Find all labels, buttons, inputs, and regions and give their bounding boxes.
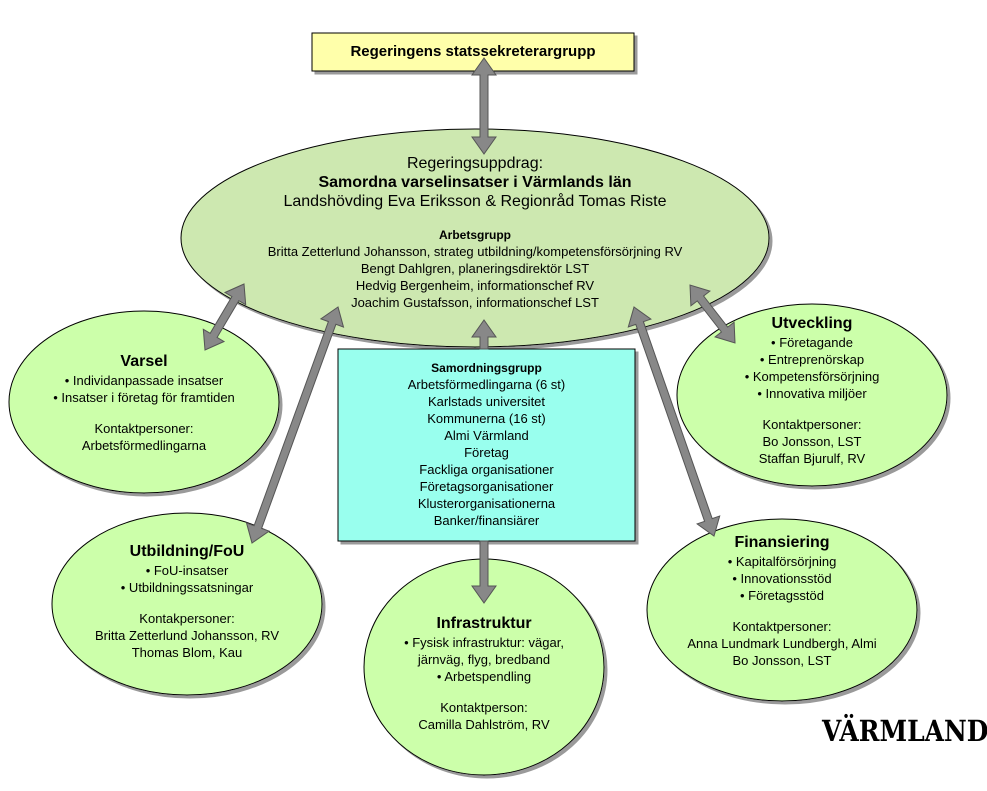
- arrow-main-center: [471, 319, 497, 350]
- finansiering-item: • Företagsstöd: [739, 588, 825, 603]
- samordningsgrupp-item: Fackliga organisationer: [419, 462, 554, 477]
- utbildning-contact: Thomas Blom, Kau: [131, 645, 243, 660]
- arbetsgrupp-title: Arbetsgrupp: [439, 228, 511, 242]
- varsel-contact: Arbetsförmedlingarna: [81, 438, 207, 453]
- finansiering-item: • Innovationsstöd: [732, 571, 832, 586]
- main-ellipse-line1: Regeringsuppdrag:: [406, 155, 544, 172]
- infrastruktur-title: Infrastruktur: [436, 615, 532, 632]
- arbetsgrupp-member: Joachim Gustafsson, informationschef LST: [351, 295, 599, 310]
- main-ellipse-shape: [180, 128, 770, 348]
- samordningsgrupp-item: Almi Värmland: [444, 428, 529, 443]
- samordningsgrupp-item: Företagsorganisationer: [419, 479, 554, 494]
- utbildning-contact-label: Kontakpersoner:: [139, 611, 235, 626]
- samordningsgrupp-item: Arbetsförmedlingarna (6 st): [407, 377, 566, 392]
- utbildning-ellipse-shape: [51, 512, 323, 696]
- main-ellipse-line2: Samordna varselinsatser i Värmlands län: [318, 174, 632, 191]
- samordningsgrupp-item: Klusterorganisationerna: [417, 496, 556, 511]
- utbildning-title: Utbildning/FoU: [129, 543, 245, 560]
- arrow-main-utbildning: [245, 306, 345, 544]
- varsel-ellipse: Varsel • Individanpassade insatser • Ins…: [14, 352, 274, 454]
- samordningsgrupp-item: Kommunerna (16 st): [427, 411, 546, 426]
- utveckling-title: Utveckling: [771, 315, 853, 332]
- varsel-item: • Individanpassade insatser: [64, 373, 224, 388]
- top-box-shape: [311, 32, 635, 72]
- utveckling-contact: Bo Jonsson, LST: [762, 434, 862, 449]
- infrastruktur-contact: Camilla Dahlström, RV: [418, 717, 550, 732]
- utveckling-item: • Entreprenörskap: [759, 352, 865, 367]
- utveckling-ellipse-shape: [676, 303, 948, 487]
- varsel-contact-label: Kontaktpersoner:: [94, 421, 194, 436]
- arrow-main-varsel: [202, 283, 247, 351]
- center-box-shape: [337, 348, 636, 542]
- utveckling-item: • Kompetensförsörjning: [744, 369, 880, 384]
- utbildning-ellipse: Utbildning/FoU • FoU-insatser • Utbildni…: [57, 542, 317, 661]
- top-box-label: Regeringens statssekreterargrupp: [350, 43, 596, 60]
- varsel-title: Varsel: [120, 353, 168, 370]
- utveckling-ellipse: Utveckling • Företagande • Entreprenörsk…: [682, 314, 942, 467]
- main-ellipse: Regeringsuppdrag: Samordna varselinsatse…: [181, 154, 769, 311]
- finansiering-ellipse: Finansiering • Kapitalförsörjning • Inno…: [652, 533, 912, 669]
- utveckling-item: • Företagande: [771, 335, 853, 350]
- arbetsgrupp-member: Britta Zetterlund Johansson, strateg utb…: [267, 244, 683, 259]
- finansiering-ellipse-shape: [646, 518, 918, 702]
- samordningsgrupp-item: Karlstads universitet: [427, 394, 546, 409]
- arrow-top-main: [471, 57, 497, 155]
- utbildning-item: • Utbildningssatsningar: [120, 580, 254, 595]
- arrow-center-infrastruktur: [471, 540, 497, 604]
- arrow-main-utveckling: [689, 284, 736, 344]
- utbildning-item: • FoU-insatser: [145, 563, 229, 578]
- finansiering-title: Finansiering: [734, 534, 830, 551]
- infrastruktur-item: • Fysisk infrastruktur: vägar,: [404, 635, 564, 650]
- top-box: Regeringens statssekreterargrupp: [312, 42, 634, 61]
- varsel-item: • Insatser i företag för framtiden: [53, 390, 235, 405]
- arrow-main-finansiering: [627, 306, 721, 537]
- utveckling-item: • Innovativa miljöer: [757, 386, 867, 401]
- finansiering-item: • Kapitalförsörjning: [727, 554, 837, 569]
- infrastruktur-item: • Arbetspendling: [436, 669, 532, 684]
- utbildning-contact: Britta Zetterlund Johansson, RV: [94, 628, 280, 643]
- samordningsgrupp-item: Företag: [464, 445, 509, 460]
- varmland-logo: VÄRMLAND: [822, 714, 987, 748]
- main-ellipse-line3: Landshövding Eva Eriksson & Regionråd To…: [283, 193, 667, 210]
- infrastruktur-item: järnväg, flyg, bredband: [417, 652, 551, 667]
- samordningsgrupp-item: Banker/finansiärer: [433, 513, 540, 528]
- utveckling-contact-label: Kontaktpersoner:: [762, 417, 862, 432]
- finansiering-contact: Bo Jonsson, LST: [732, 653, 832, 668]
- infrastruktur-ellipse: Infrastruktur • Fysisk infrastruktur: vä…: [366, 614, 602, 733]
- finansiering-contact-label: Kontaktpersoner:: [732, 619, 832, 634]
- varsel-ellipse-shape: [8, 310, 280, 494]
- utveckling-contact: Staffan Bjurulf, RV: [758, 451, 866, 466]
- infrastruktur-contact-label: Kontaktperson:: [440, 700, 528, 715]
- samordningsgrupp-title: Samordningsgrupp: [431, 361, 542, 375]
- finansiering-contact: Anna Lundmark Lundbergh, Almi: [687, 636, 877, 651]
- arbetsgrupp-member: Bengt Dahlgren, planeringsdirektör LST: [360, 261, 590, 276]
- center-box: Samordningsgrupp Arbetsförmedlingarna (6…: [338, 360, 635, 529]
- arbetsgrupp-member: Hedvig Bergenheim, informationschef RV: [355, 278, 595, 293]
